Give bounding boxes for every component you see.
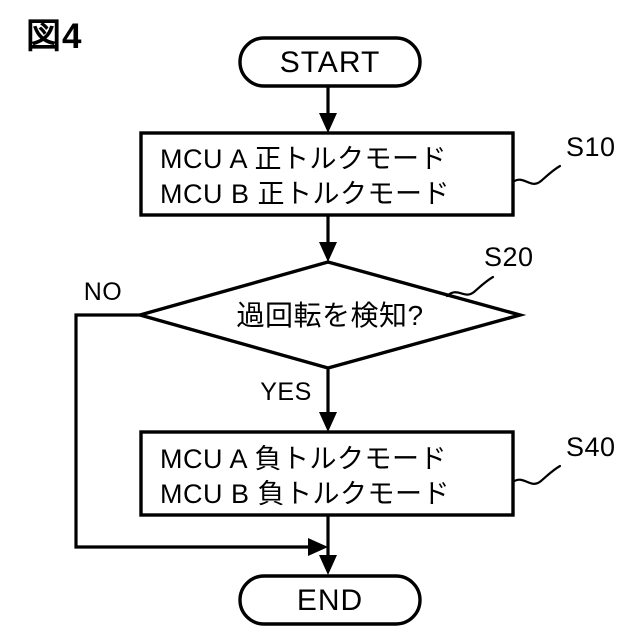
callout-s40: S40	[511, 432, 616, 485]
s40-leader-line	[511, 464, 562, 485]
connector-no-branch	[74, 313, 328, 556]
s40-step-id: S40	[566, 432, 616, 462]
callout-s20: S20	[445, 242, 534, 298]
s40-process-shape	[139, 430, 515, 517]
node-step-s10[interactable]: MCU A 正トルクモード MCU B 正トルクモード	[139, 131, 515, 217]
node-start[interactable]: START	[238, 36, 422, 88]
s20-label: 過回転を検知?	[236, 300, 423, 331]
node-decision-s20[interactable]: 過回転を検知?	[133, 260, 527, 370]
s10-line1: MCU A 正トルクモード	[160, 144, 447, 174]
s20-step-id: S20	[484, 242, 534, 272]
branch-label-yes: YES	[260, 378, 312, 406]
callout-s10: S10	[511, 132, 616, 185]
connector-s40-to-end	[319, 515, 337, 575]
start-label: START	[280, 46, 381, 79]
arrowhead-icon	[319, 555, 337, 575]
node-end[interactable]: END	[238, 574, 422, 626]
s10-line2: MCU B 正トルクモード	[160, 179, 450, 209]
end-terminator-shape	[238, 574, 422, 626]
connector-s20-to-s40	[319, 368, 337, 432]
end-label: END	[297, 584, 363, 617]
arrowhead-icon	[319, 412, 337, 432]
connector-s10-to-s20	[319, 215, 337, 262]
arrowhead-icon	[319, 242, 337, 262]
s40-line1: MCU A 負トルクモード	[160, 444, 447, 474]
figure-title: 図4	[26, 17, 82, 56]
s10-leader-line	[511, 164, 562, 185]
s10-step-id: S10	[566, 132, 616, 162]
arrowhead-icon	[308, 538, 328, 556]
s20-leader-line	[445, 275, 495, 298]
start-terminator-shape	[238, 36, 422, 88]
s10-process-shape	[139, 131, 515, 217]
branch-label-no: NO	[84, 278, 123, 306]
node-step-s40[interactable]: MCU A 負トルクモード MCU B 負トルクモード	[139, 430, 515, 517]
arrowhead-icon	[319, 113, 337, 133]
connector-start-to-s10	[319, 86, 337, 133]
s40-line2: MCU B 負トルクモード	[160, 479, 450, 509]
